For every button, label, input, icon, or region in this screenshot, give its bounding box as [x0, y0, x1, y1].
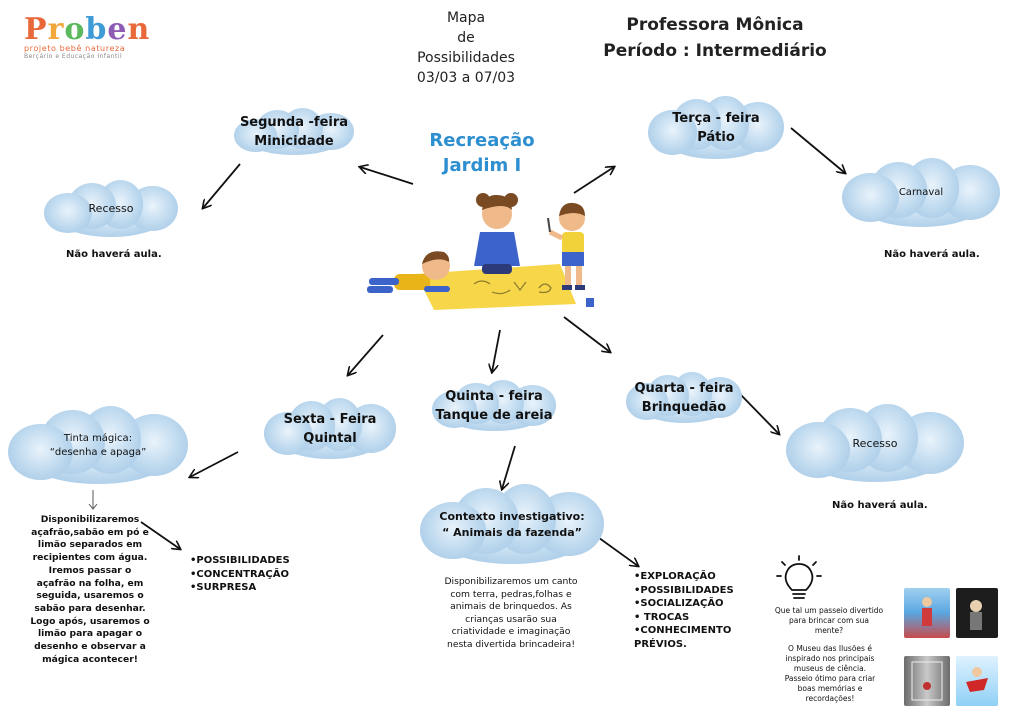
cloud-puff — [432, 391, 477, 428]
logo-letter: b — [85, 12, 108, 47]
cloud-puff — [8, 423, 73, 480]
title-line-3: Possibilidades — [417, 50, 515, 66]
node-thursday-place: Tanque de areia — [435, 408, 553, 423]
node-monday-place: Minicidade — [254, 134, 334, 149]
node-thursday-child: Contexto investigativo: “ Animais da faz… — [420, 484, 604, 566]
museum-photo-1 — [904, 588, 950, 638]
thursday-description: Disponibilizaremos um canto com terra, p… — [444, 576, 578, 650]
arrow-thursday-context — [502, 445, 516, 489]
friday-skills: •POSSIBILIDADES •CONCENTRAÇÃO •SURPRESA — [190, 554, 290, 595]
friday-description: Disponibilizaremos açafrão,sabão em pó e… — [30, 514, 150, 665]
teacher-name: Professora Mônica — [626, 15, 804, 35]
arrow-wednesday-recess — [740, 394, 779, 434]
arrow-center-tuesday — [573, 167, 614, 194]
title-line-2: de — [457, 30, 475, 46]
node-friday: Sexta - Feira Quintal — [264, 398, 396, 460]
arrow-tuesday-carnival — [790, 127, 845, 173]
friday-skill: •SURPRESA — [190, 582, 257, 593]
node-friday-place: Quintal — [303, 431, 357, 446]
logo-line1: projeto bebê natureza — [24, 44, 126, 53]
arrow-monday-recess — [203, 163, 241, 208]
node-tuesday: Terça - feira Pátio — [648, 96, 784, 160]
cloud-puff — [626, 383, 668, 420]
note-wednesday: Não haverá aula. — [832, 500, 928, 511]
thursday-skill: •SOCIALIZAÇÃO — [634, 598, 724, 609]
thursday-skills: •EXPLORAÇÃO •POSSIBILIDADES •SOCIALIZAÇÃ… — [634, 570, 734, 651]
friday-skill: •CONCENTRAÇÃO — [190, 568, 289, 580]
museum-photo-3 — [904, 656, 950, 706]
logo-letter: o — [64, 12, 86, 47]
friday-skill: •POSSIBILIDADES — [190, 555, 290, 566]
title-line-4: 03/03 a 07/03 — [416, 70, 516, 86]
node-friday-child-line1: Tinta mágica: — [63, 433, 133, 444]
center-title-line1: Recreação — [429, 130, 535, 151]
thursday-skill: •EXPLORAÇÃO — [634, 571, 716, 582]
arrow-center-monday — [360, 167, 414, 185]
logo-letter: e — [107, 12, 128, 47]
cloud-puff — [786, 421, 851, 478]
cloud-puff — [842, 173, 899, 223]
node-wednesday-child-label: Recesso — [852, 437, 898, 450]
center-title-line2: Jardim I — [442, 155, 522, 176]
tip-question: Que tal um passeio divertido para brinca… — [774, 606, 884, 635]
node-monday-child-label: Recesso — [88, 202, 134, 215]
page-title: Mapa de Possibilidades 03/03 a 07/03 — [396, 8, 536, 88]
museum-photo-2 — [956, 588, 998, 638]
cloud-puff — [420, 502, 487, 560]
arrow-context-skills — [594, 534, 638, 566]
node-wednesday: Quarta - feira Brinquedão — [626, 372, 742, 424]
teacher-block: Professora Mônica Período : Intermediári… — [590, 12, 840, 64]
node-friday-child-line2: “desenha e apaga” — [49, 447, 147, 458]
title-line-1: Mapa — [446, 10, 486, 26]
cloud-puff — [234, 118, 278, 153]
logo-letter: r — [47, 12, 65, 47]
center-title: Recreação Jardim I — [412, 128, 552, 178]
note-monday: Não haverá aula. — [66, 249, 162, 260]
node-tuesday-child: Carnaval — [842, 158, 1000, 228]
logo-wordmark: Proben — [24, 12, 164, 47]
node-thursday-child-line2: “ Animais da fazenda” — [442, 526, 582, 539]
logo-line2: Berçário e Educação Infantil — [24, 53, 123, 60]
arrow-center-thursday — [492, 329, 501, 372]
node-tuesday-child-label: Carnaval — [898, 187, 944, 198]
node-tuesday-place: Pátio — [697, 130, 735, 145]
arrow-friday-tinta — [190, 451, 239, 477]
cloud-puff — [264, 411, 312, 456]
note-tuesday: Não haverá aula. — [884, 249, 980, 260]
node-thursday-child-line1: Contexto investigativo: — [439, 510, 585, 523]
lightbulb-icon — [776, 555, 822, 599]
node-monday-child: Recesso — [44, 180, 178, 238]
node-friday-child: Tinta mágica: “desenha e apaga” — [8, 406, 188, 486]
node-monday-day: Segunda -feira — [239, 115, 349, 130]
arrow-tinta-skills — [140, 521, 180, 549]
node-wednesday-place: Brinquedão — [641, 400, 727, 415]
cloud-puff — [44, 192, 93, 234]
node-tuesday-day: Terça - feira — [672, 111, 760, 126]
node-wednesday-child: Recesso — [786, 404, 964, 484]
kids-drawing-illustration — [367, 193, 594, 310]
node-wednesday-day: Quarta - feira — [634, 381, 734, 396]
arrow-center-friday — [348, 334, 384, 375]
thursday-skill: • TROCAS — [634, 611, 690, 623]
logo: Proben projeto bebê natureza Berçário e … — [24, 12, 164, 60]
cloud-puff — [648, 110, 697, 155]
museum-photo-4 — [956, 656, 998, 706]
node-thursday-day: Quinta - feira — [445, 389, 543, 404]
arrow-center-wednesday — [563, 316, 610, 352]
paper-sheet — [416, 264, 576, 310]
thursday-skill: •POSSIBILIDADES — [634, 584, 734, 596]
thursday-skill: •CONHECIMENTO — [634, 625, 732, 636]
node-friday-day: Sexta - Feira — [283, 412, 377, 427]
node-thursday: Quinta - feira Tanque de areia — [432, 380, 556, 432]
logo-letter: P — [24, 12, 48, 47]
teacher-period: Período : Intermediário — [603, 41, 827, 61]
logo-letter: n — [127, 12, 151, 47]
tip-info: O Museu das Ilusões é inspirado nos prin… — [784, 644, 876, 703]
node-monday: Segunda -feira Minicidade — [234, 108, 354, 156]
thursday-skill: PRÉVIOS. — [634, 638, 687, 650]
